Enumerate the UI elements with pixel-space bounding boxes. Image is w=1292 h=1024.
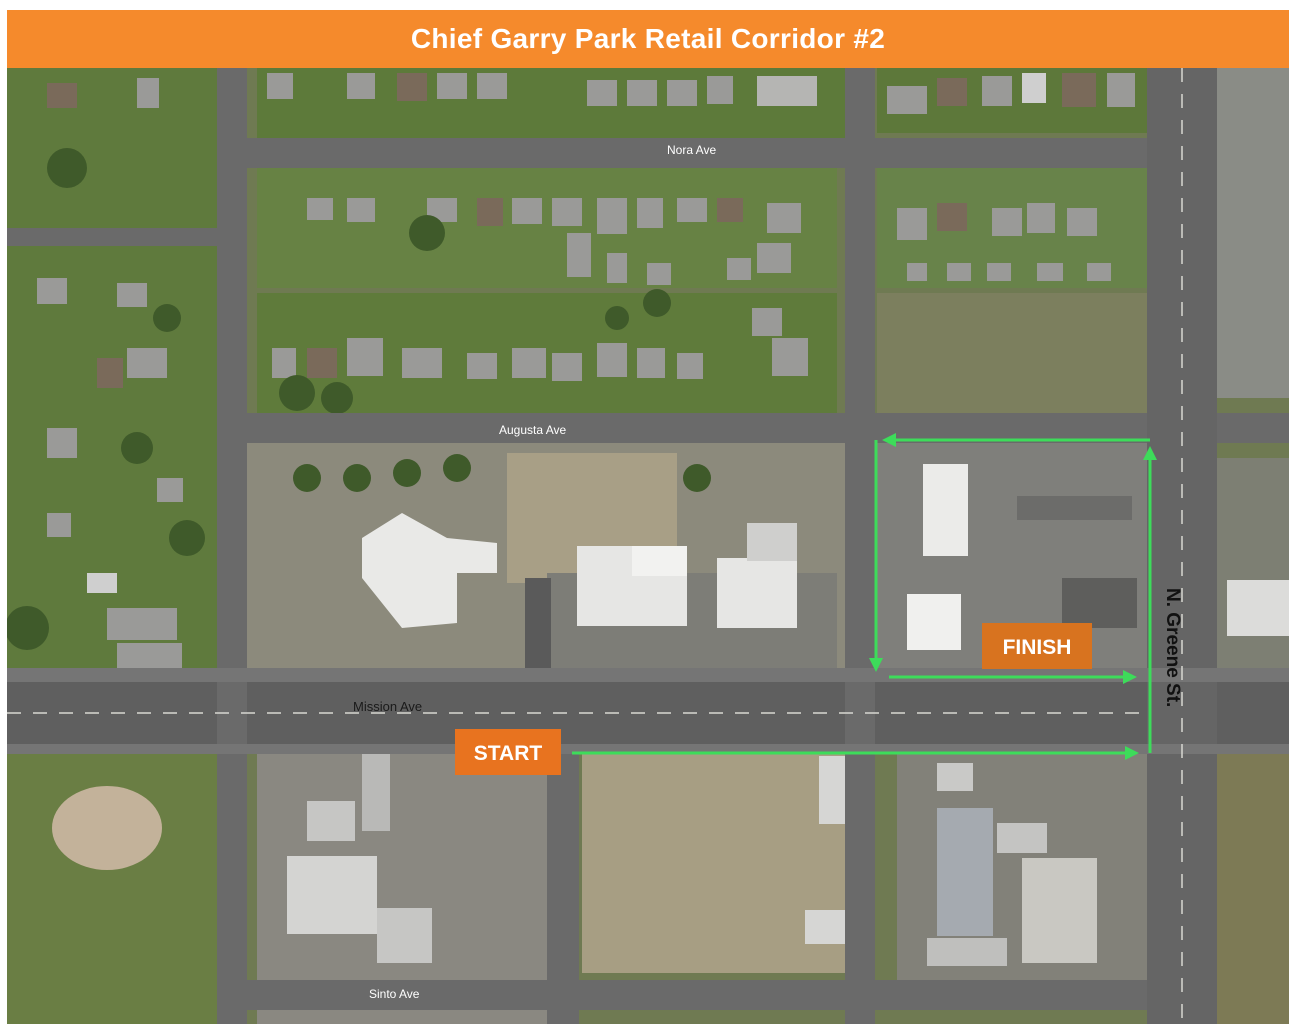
arrow-down-icon — [869, 658, 883, 672]
street-label-nora: Nora Ave — [667, 143, 716, 157]
title-bar: Chief Garry Park Retail Corridor #2 — [7, 10, 1289, 68]
finish-marker: FINISH — [982, 623, 1092, 669]
street-label-augusta: Augusta Ave — [499, 423, 566, 437]
street-label-sinto: Sinto Ave — [369, 987, 420, 1001]
roads — [7, 68, 1289, 1024]
start-label: START — [474, 742, 543, 765]
route-arrowheads — [869, 433, 1157, 760]
street-label-mission: Mission Ave — [353, 699, 422, 714]
aerial-map-canvas: Nora Ave Augusta Ave Mission Ave Sinto A… — [7, 68, 1289, 1024]
arrow-right-icon — [1123, 670, 1137, 684]
start-marker: START — [455, 729, 561, 775]
finish-label: FINISH — [1003, 636, 1072, 659]
lane-markings — [7, 68, 1183, 1024]
arrow-right-icon — [1125, 746, 1139, 760]
street-label-greene: N. Greene St. — [1162, 588, 1183, 707]
commercial-buildings — [287, 464, 1289, 966]
map-title: Chief Garry Park Retail Corridor #2 — [410, 23, 886, 54]
aerial-map: Nora Ave Augusta Ave Mission Ave Sinto A… — [7, 68, 1289, 1024]
houses — [37, 73, 1135, 675]
arrow-up-icon — [1143, 446, 1157, 460]
trees — [7, 148, 711, 650]
route — [572, 438, 1152, 755]
arrow-left-icon — [882, 433, 896, 447]
